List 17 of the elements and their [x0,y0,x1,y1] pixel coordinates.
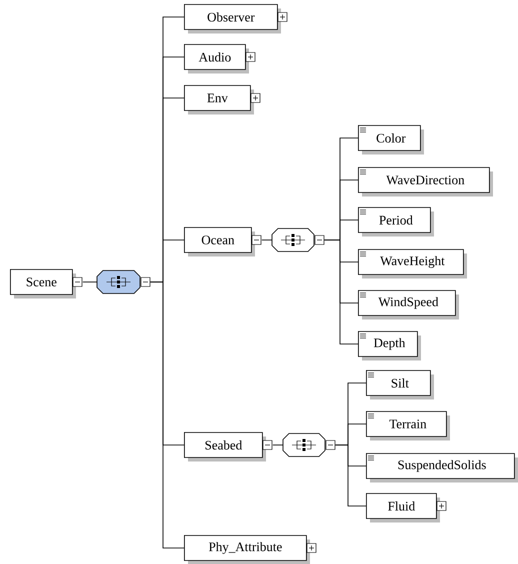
element-box: Phy_Attribute [184,535,310,564]
connector-line [272,444,284,446]
element-box: Terrain [366,411,450,440]
connector-line [150,282,184,548]
element-box: Color [358,125,424,154]
element-box: WaveHeight [358,249,467,278]
element-box: Observer [184,4,281,34]
element-box: Silt [366,370,434,400]
element-box: WindSpeed [358,290,459,320]
element-box: Period [358,207,434,236]
element-box: WaveDirection [358,167,493,196]
element-box: Scene [10,269,76,298]
element-box: Depth [358,331,421,360]
element-box: SuspendedSolids [366,453,518,482]
connector-line [335,444,366,506]
element-box: Ocean [184,227,255,256]
connector-line [324,240,358,344]
